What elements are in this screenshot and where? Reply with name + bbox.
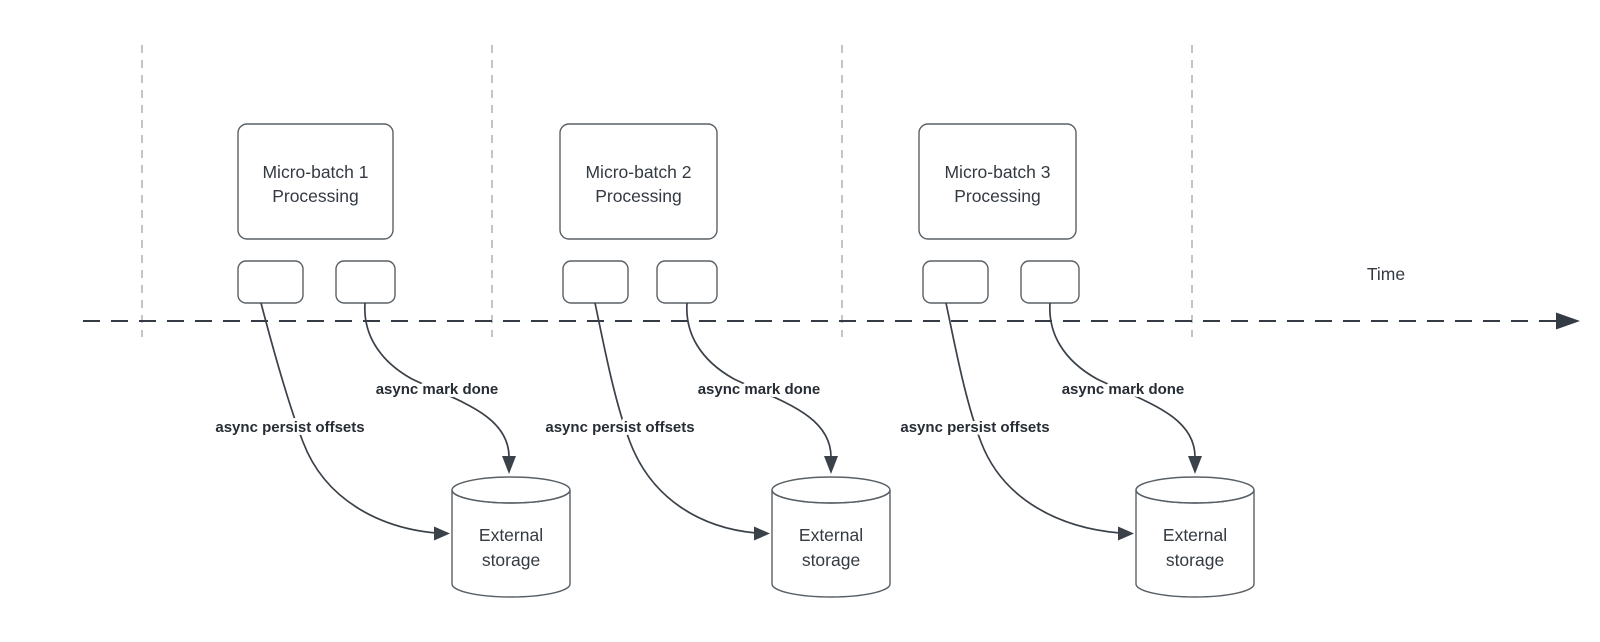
batch-2-mark-done-label: async mark done [698,381,821,398]
batch-2-group: Micro-batch 2 Processing async persist o… [542,123,891,598]
batch-3-mark-done-arrowhead [1188,456,1202,474]
batch-2-offsets-task-box [562,260,629,304]
batch-2-persist-offsets-arrow [594,302,757,534]
batch-1-mark-done-label: async mark done [376,381,499,398]
batch-2-mark-done-arrow [686,302,832,458]
batch-boundary-guides [141,45,1193,337]
batch-3-processing-label-line1: Micro-batch 3 [944,162,1050,182]
time-axis-arrowhead [1556,312,1580,330]
batch-1-offsets-task-box [237,260,304,304]
time-axis: Time [83,264,1580,330]
time-axis-label: Time [1367,264,1405,284]
batch-1-processing-label-line1: Micro-batch 1 [262,162,368,182]
batch-3-markdone-task-box [1020,260,1080,304]
batch-1-storage-cylinder: External storage [451,476,571,598]
batch-1-storage-label-line2: storage [482,550,540,570]
batch-1-group: Micro-batch 1 Processing async persist o… [212,123,571,598]
batch-1-storage-label-line1: External [479,525,543,545]
batch-2-processing-box [559,123,718,240]
batch-1-mark-done-arrowhead [502,456,516,474]
batch-3-storage-cylinder: External storage [1135,476,1255,598]
batch-3-processing-label-line2: Processing [954,186,1041,206]
batch-2-storage-cylinder: External storage [771,476,891,598]
batch-1-mark-done-arrow [364,302,510,458]
batch-3-persist-offsets-label: async persist offsets [900,419,1049,436]
batch-1-persist-offsets-arrowhead [434,526,450,541]
batch-1-processing-box [237,123,394,240]
batch-3-storage-label-line2: storage [1166,550,1224,570]
batch-2-processing-label-line2: Processing [595,186,682,206]
batch-3-persist-offsets-arrowhead [1118,526,1134,541]
batch-2-markdone-task-box [656,260,718,304]
batch-2-storage-label-line1: External [799,525,863,545]
batch-2-storage-cylinder-top [771,476,891,504]
batch-3-persist-offsets-arrow [945,302,1121,534]
batch-1-storage-cylinder-top [451,476,571,504]
batch-3-mark-done-label: async mark done [1062,381,1185,398]
batch-3-storage-cylinder-top [1135,476,1255,504]
batch-3-group: Micro-batch 3 Processing async persist o… [897,123,1255,598]
batch-1-persist-offsets-label: async persist offsets [215,419,364,436]
batch-3-offsets-task-box [922,260,989,304]
batch-1-persist-offsets-arrow [260,302,437,534]
batch-2-processing-label-line1: Micro-batch 2 [585,162,691,182]
batch-3-processing-box [918,123,1077,240]
batch-2-persist-offsets-arrowhead [754,526,770,541]
batch-1-processing-label-line2: Processing [272,186,359,206]
batch-2-mark-done-arrowhead [824,456,838,474]
batch-1-markdone-task-box [335,260,396,304]
batch-2-storage-label-line2: storage [802,550,860,570]
batch-3-mark-done-arrow [1049,302,1196,458]
batch-3-storage-label-line1: External [1163,525,1227,545]
batch-2-persist-offsets-label: async persist offsets [545,419,694,436]
